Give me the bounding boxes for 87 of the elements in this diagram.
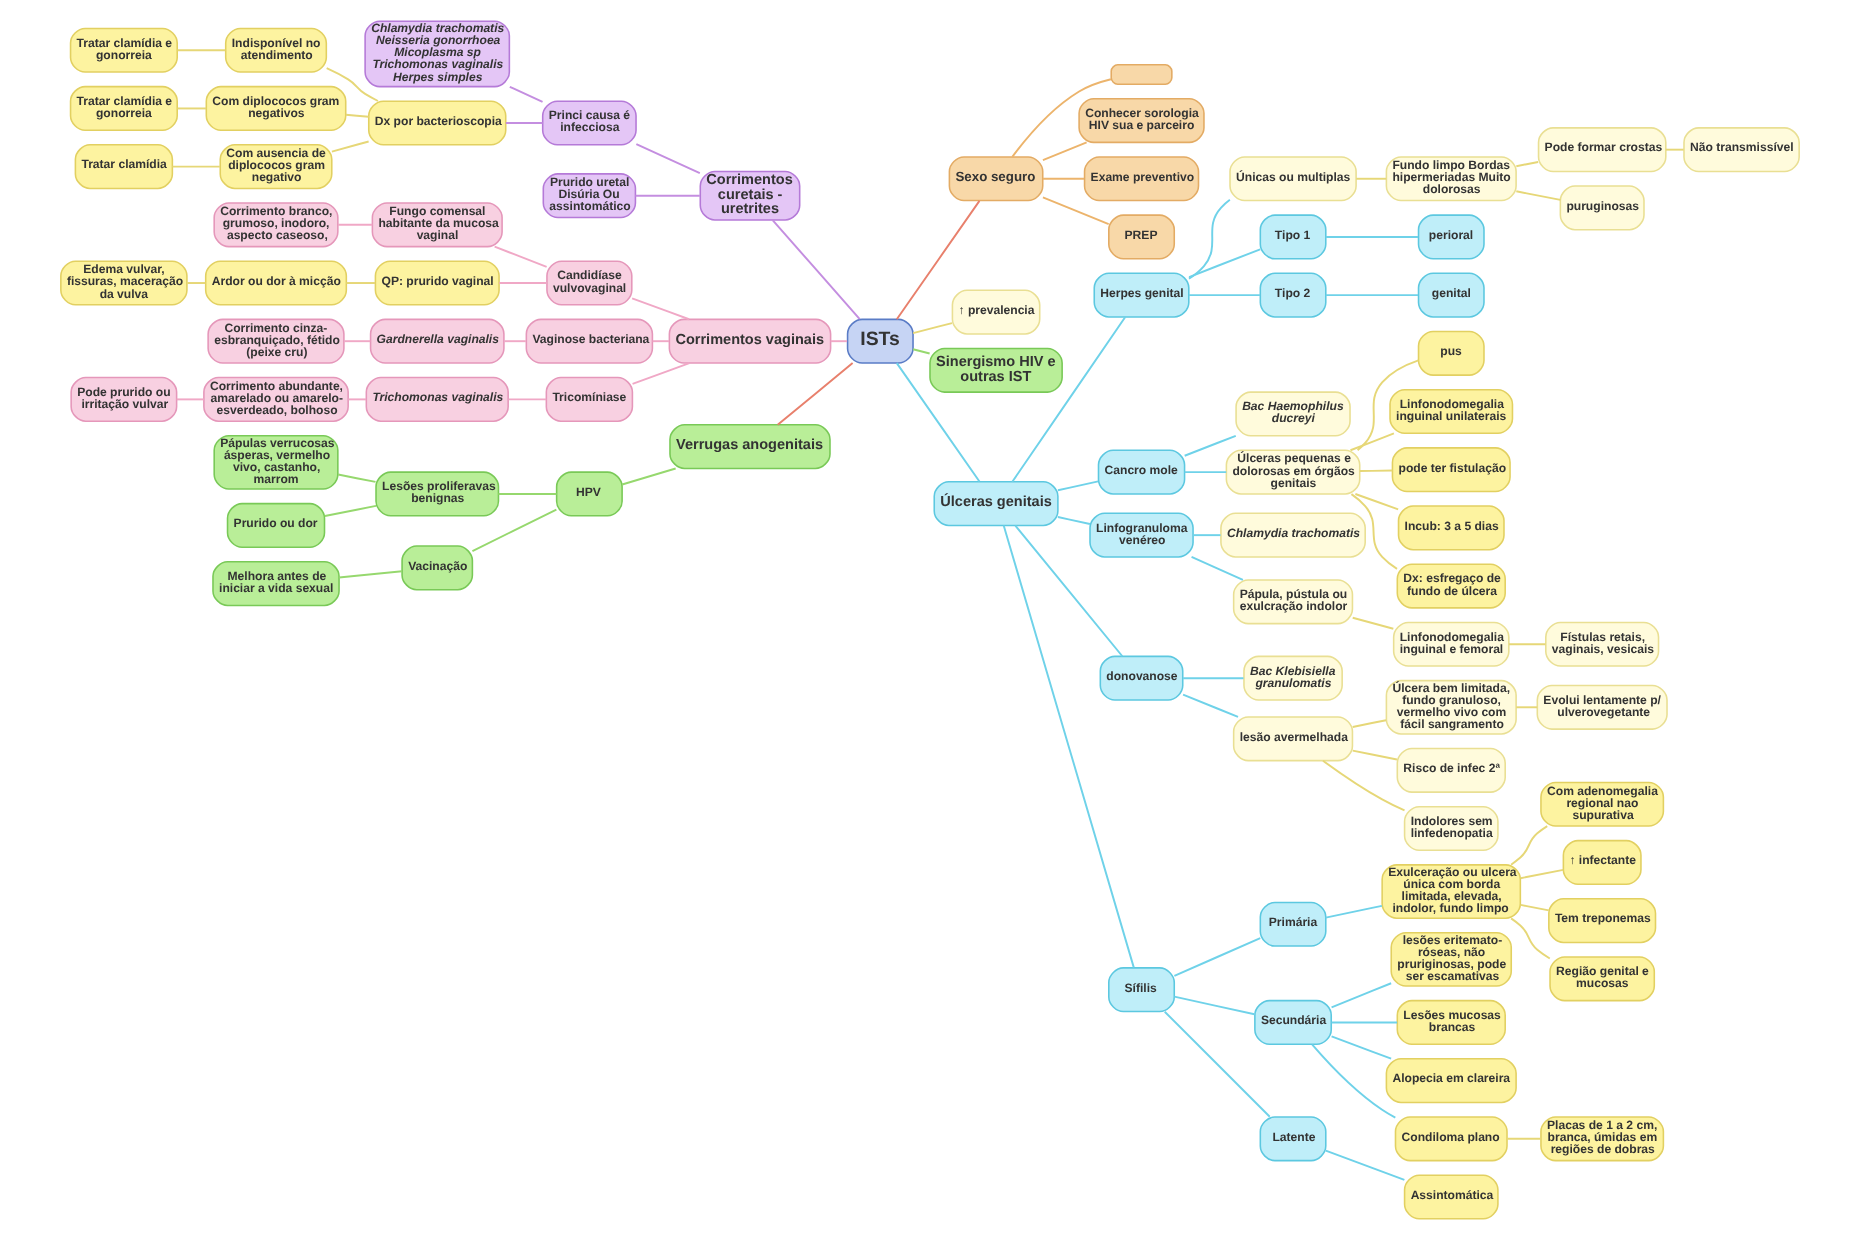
connector bbox=[1041, 177, 1086, 180]
connector bbox=[1324, 1149, 1406, 1181]
connector bbox=[1188, 294, 1262, 297]
connector bbox=[507, 398, 548, 401]
connector bbox=[498, 282, 548, 284]
connector bbox=[493, 245, 548, 268]
connector bbox=[621, 467, 677, 486]
connector bbox=[1190, 556, 1244, 581]
connector bbox=[325, 67, 379, 102]
connector bbox=[330, 140, 370, 153]
connector bbox=[1351, 719, 1387, 728]
connector bbox=[651, 340, 670, 343]
connector bbox=[771, 219, 861, 321]
connector bbox=[1173, 995, 1256, 1016]
connector bbox=[1356, 359, 1420, 452]
connector bbox=[171, 165, 221, 168]
connector bbox=[323, 504, 377, 517]
connector bbox=[1324, 235, 1419, 238]
connector bbox=[338, 570, 404, 579]
connector bbox=[504, 122, 544, 124]
connector bbox=[337, 473, 377, 483]
connector bbox=[1330, 1021, 1399, 1024]
connector bbox=[1508, 643, 1547, 646]
connector bbox=[1041, 196, 1110, 226]
connector bbox=[345, 113, 370, 118]
connector bbox=[635, 143, 701, 175]
connector bbox=[1515, 161, 1540, 168]
connector bbox=[1664, 148, 1685, 151]
connector bbox=[176, 49, 227, 52]
connector bbox=[1506, 1137, 1542, 1140]
connector bbox=[1358, 469, 1394, 473]
connector bbox=[1519, 903, 1550, 912]
connector bbox=[1182, 693, 1239, 718]
connector bbox=[1519, 868, 1565, 880]
connector bbox=[1183, 434, 1237, 457]
connector bbox=[1014, 524, 1124, 658]
connector bbox=[175, 398, 205, 401]
connector bbox=[1510, 917, 1551, 960]
node-box bbox=[1110, 64, 1173, 85]
connector bbox=[634, 194, 701, 197]
connector bbox=[631, 362, 691, 385]
connector bbox=[345, 282, 376, 284]
connector bbox=[1173, 937, 1262, 977]
connector bbox=[337, 223, 374, 226]
connector bbox=[343, 340, 372, 343]
connector bbox=[1324, 904, 1383, 919]
connector bbox=[1002, 524, 1135, 969]
connector bbox=[1515, 706, 1539, 709]
connector bbox=[1324, 294, 1419, 297]
connector bbox=[1322, 759, 1406, 812]
connector bbox=[1330, 1035, 1393, 1060]
connector bbox=[471, 508, 558, 553]
connector bbox=[186, 282, 207, 284]
connector bbox=[1349, 432, 1395, 452]
connector bbox=[1350, 493, 1398, 570]
connector bbox=[1183, 471, 1228, 474]
connector bbox=[1011, 316, 1127, 483]
connector bbox=[912, 322, 953, 335]
connector bbox=[776, 362, 854, 426]
connector bbox=[1011, 78, 1112, 158]
connector bbox=[1188, 248, 1262, 278]
connector bbox=[895, 199, 981, 321]
connector bbox=[1192, 534, 1222, 537]
connector bbox=[1311, 1043, 1397, 1119]
connector bbox=[895, 362, 981, 483]
connector bbox=[503, 340, 527, 343]
connector bbox=[1056, 516, 1091, 525]
connector bbox=[497, 492, 558, 495]
connector bbox=[176, 107, 208, 110]
connector bbox=[1041, 141, 1088, 162]
connector bbox=[1330, 982, 1393, 1009]
connector bbox=[1351, 616, 1395, 630]
connector bbox=[1354, 493, 1400, 511]
connector bbox=[508, 85, 544, 103]
connector bbox=[829, 340, 849, 343]
connector bbox=[1355, 177, 1388, 180]
connector bbox=[1187, 198, 1231, 280]
connector bbox=[631, 297, 690, 321]
connector bbox=[1182, 677, 1245, 680]
connector bbox=[1056, 480, 1100, 492]
node-box: ISTs bbox=[846, 318, 914, 364]
connector bbox=[1351, 749, 1398, 761]
connector bbox=[1515, 190, 1562, 201]
connector bbox=[912, 348, 931, 355]
connector bbox=[1163, 1010, 1271, 1118]
connector bbox=[1510, 825, 1549, 866]
connector bbox=[347, 398, 368, 401]
